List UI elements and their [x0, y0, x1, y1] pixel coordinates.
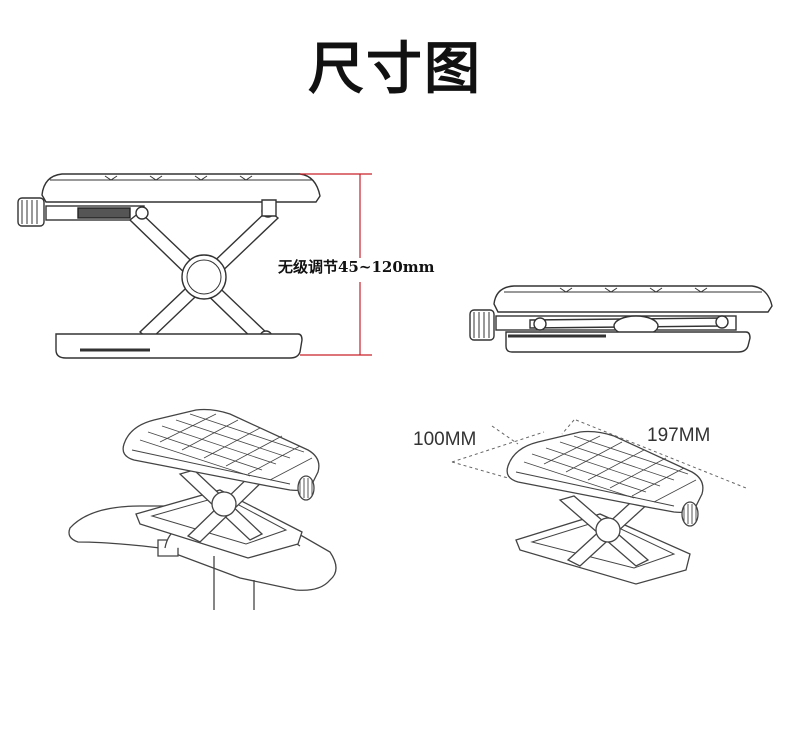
- side-view-extended: [17, 173, 321, 359]
- side-view-folded: [469, 285, 773, 353]
- length-dimension-label: 197MM: [647, 425, 711, 446]
- width-dimension-label: 100MM: [413, 429, 477, 450]
- height-adjustment-label: 无级调节45~120mm: [278, 258, 435, 276]
- perspective-dimensioned: [506, 430, 704, 585]
- perspective-on-chair: [68, 408, 337, 610]
- height-dimension-lines: [300, 173, 372, 356]
- page-title: 尺寸图: [308, 37, 482, 102]
- dimension-guide-lines: [451, 419, 747, 489]
